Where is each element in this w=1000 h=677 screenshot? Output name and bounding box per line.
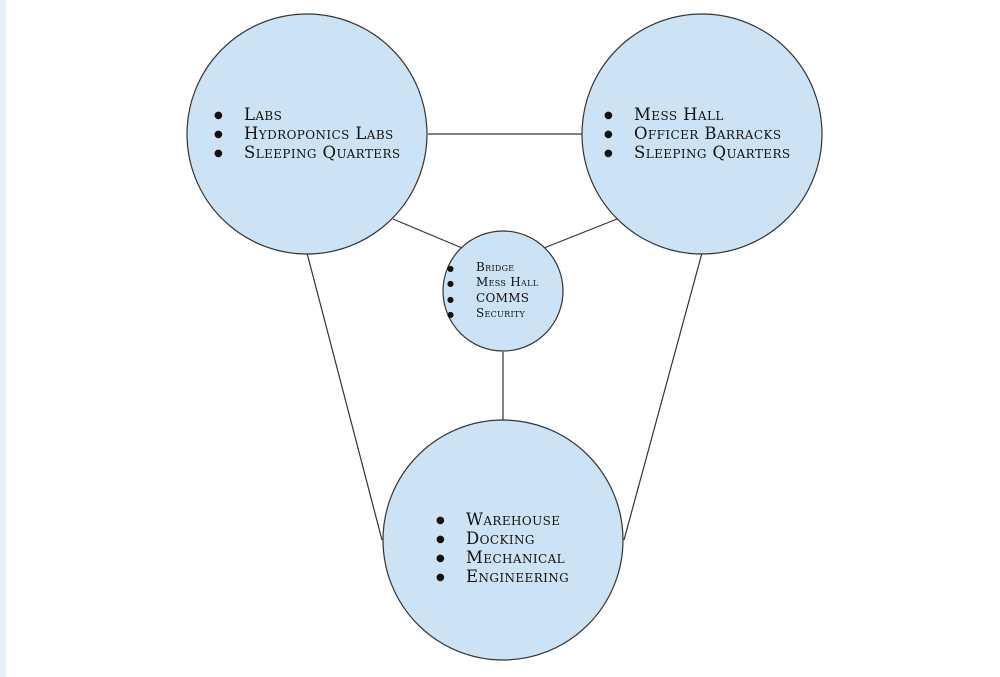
list-item: Bridge bbox=[447, 260, 538, 277]
list-item: COMMS bbox=[447, 291, 538, 308]
node-bottom-list: Warehouse Docking Mechanical Engineering bbox=[436, 510, 569, 587]
list-item: Officer Barracks bbox=[604, 124, 791, 144]
list-item: Mechanical bbox=[436, 548, 569, 568]
list-item: Mess Hall bbox=[447, 275, 538, 292]
list-item: Docking bbox=[436, 529, 569, 549]
list-item: Warehouse bbox=[436, 510, 569, 530]
edge-top-right-to-bottom bbox=[623, 252, 703, 541]
node-center-list: Bridge Mess Hall COMMS Security bbox=[447, 260, 538, 323]
list-item: Labs bbox=[214, 105, 401, 125]
list-item: Hydroponics Labs bbox=[214, 124, 401, 144]
list-item: Sleeping Quarters bbox=[214, 143, 401, 163]
node-top-left-list: Labs Hydroponics Labs Sleeping Quarters bbox=[214, 105, 401, 163]
edge-top-right-to-center bbox=[543, 218, 618, 249]
list-item: Engineering bbox=[436, 567, 569, 587]
list-item: Sleeping Quarters bbox=[604, 143, 791, 163]
edge-top-left-to-bottom bbox=[306, 252, 383, 541]
list-item: Mess Hall bbox=[604, 105, 791, 125]
list-item: Security bbox=[447, 306, 538, 323]
node-top-right-list: Mess Hall Officer Barracks Sleeping Quar… bbox=[604, 105, 791, 163]
edge-top-left-to-center bbox=[392, 218, 463, 249]
left-edge-strip bbox=[0, 0, 6, 677]
